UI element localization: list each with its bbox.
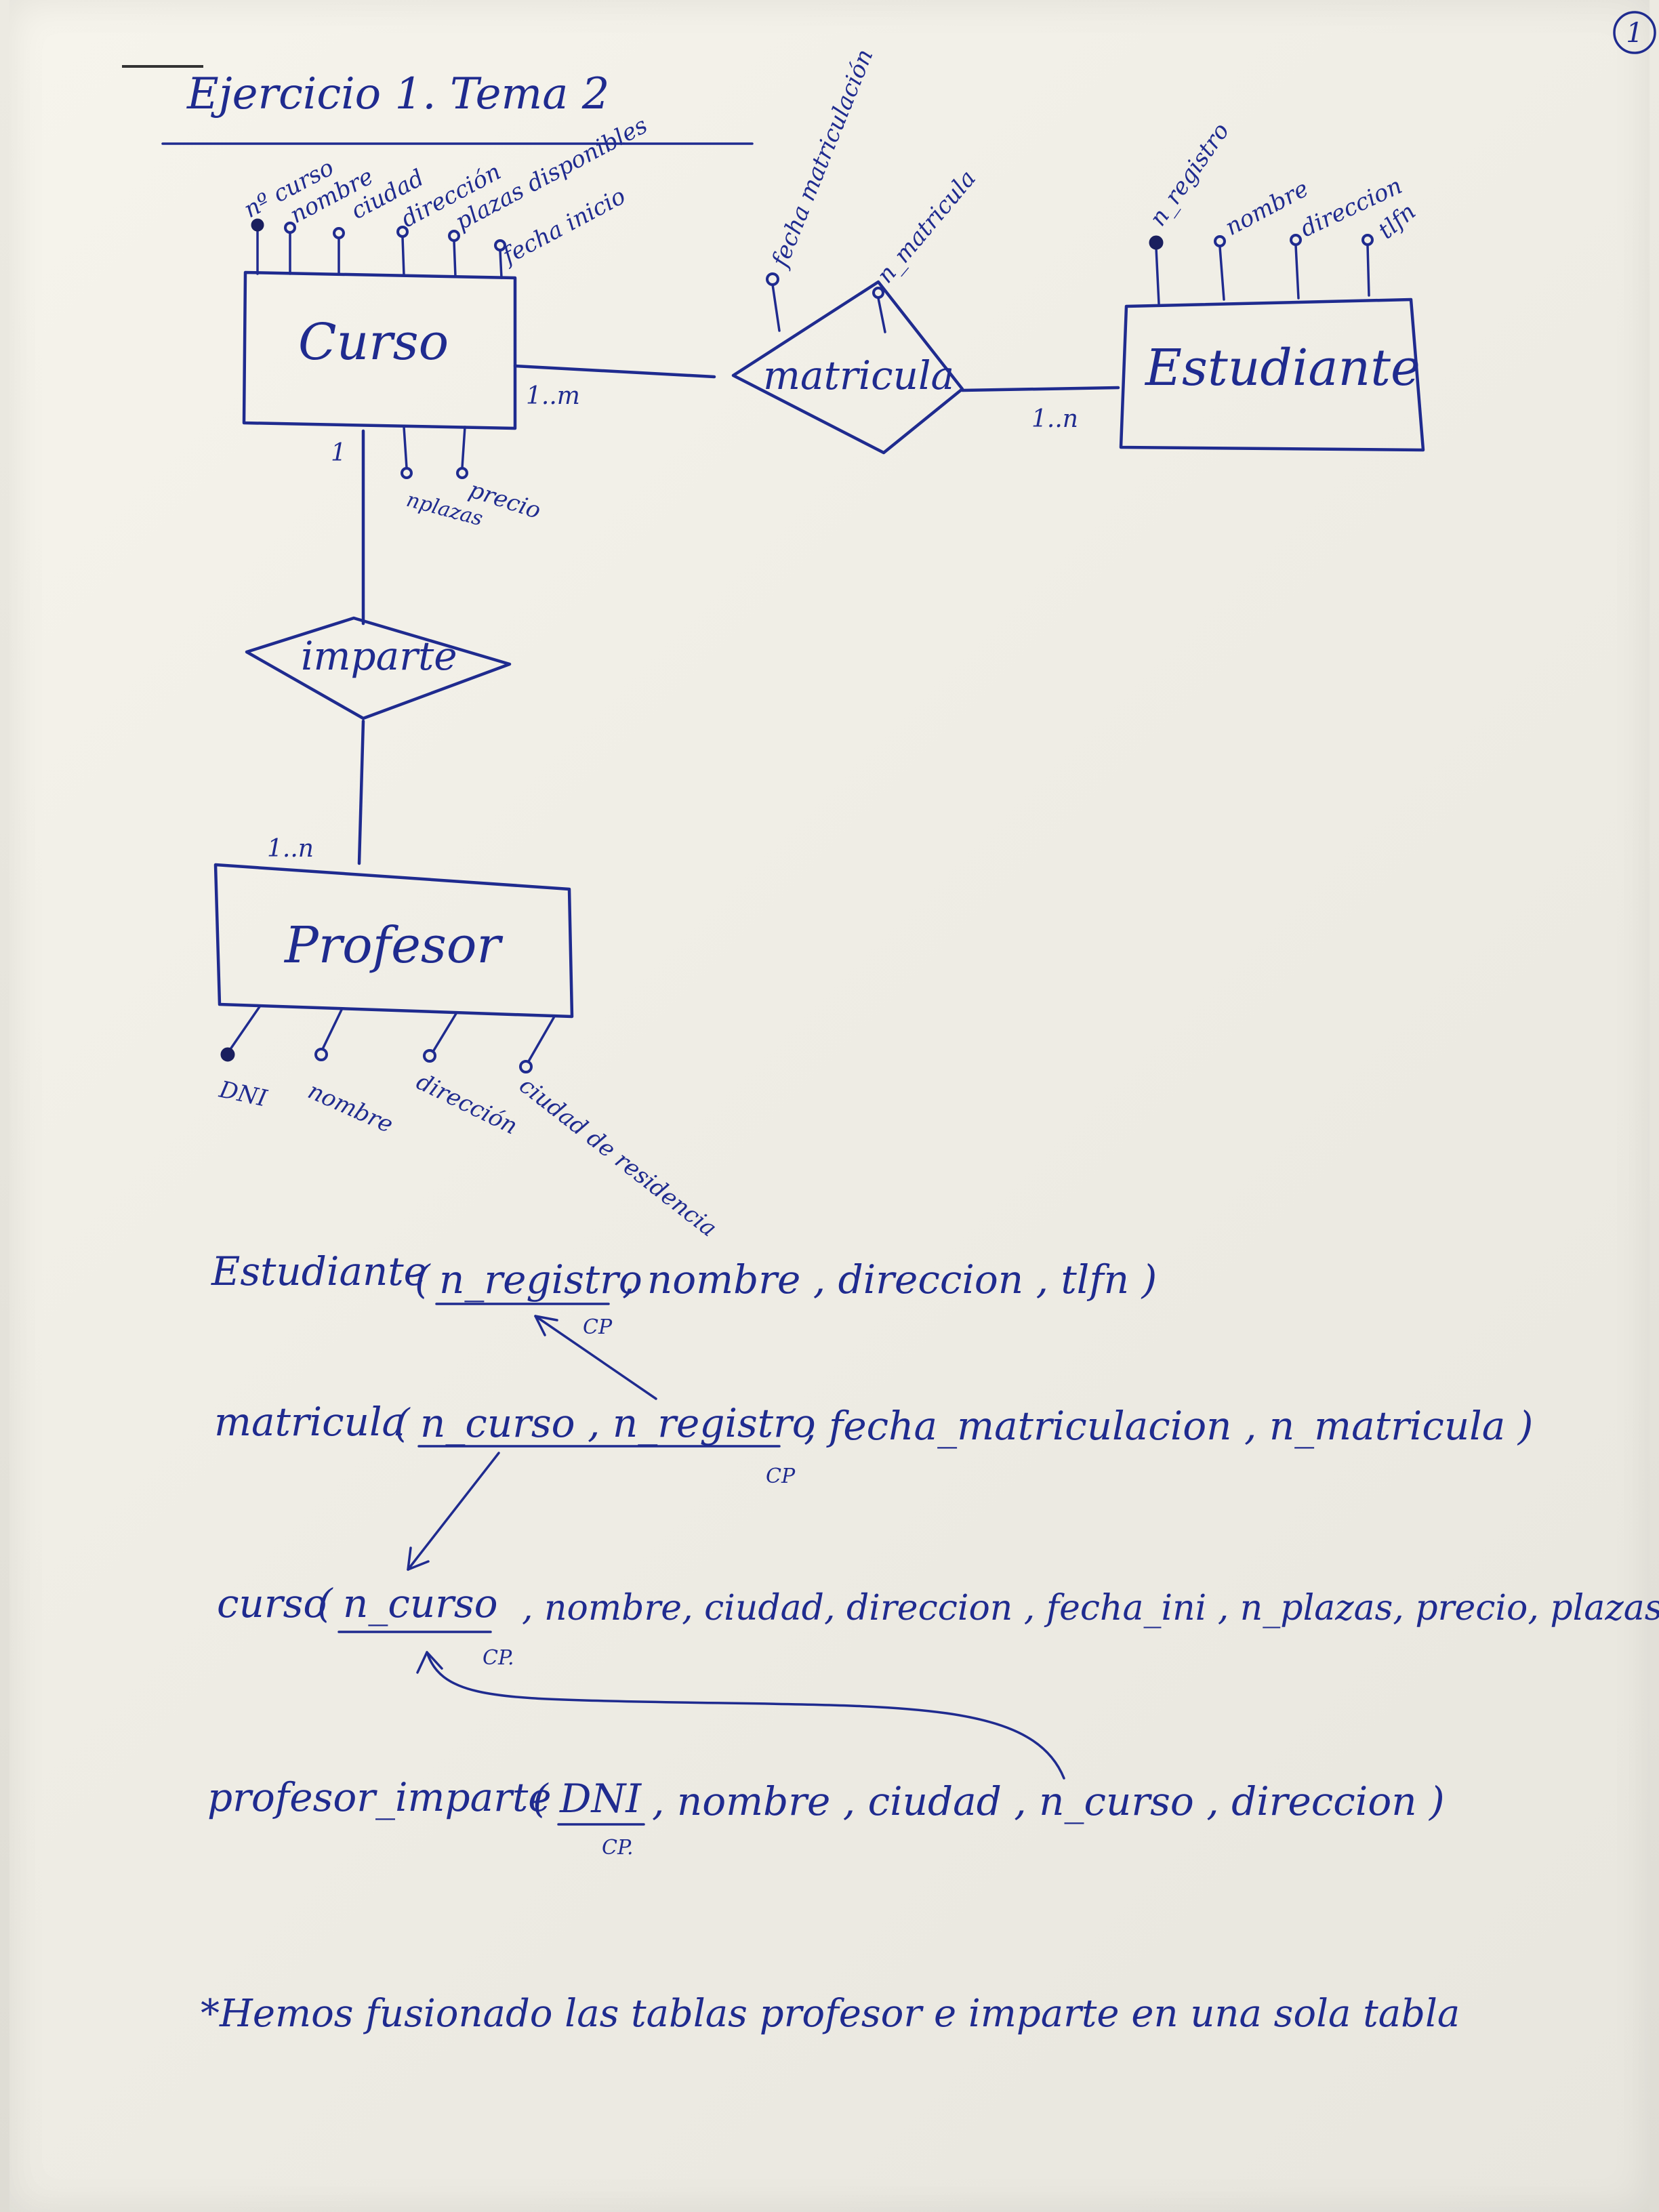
matricula-attributes: fecha matriculación n_matricula (766, 45, 981, 333)
attr-dot (396, 226, 409, 238)
schema-matricula-rest: , fecha_matriculacion , n_matricula ) (804, 1403, 1533, 1449)
schema-curso-rest: , nombre, ciudad, direccion , fecha_ini … (522, 1588, 1659, 1629)
svg-text:(: ( (415, 1256, 431, 1303)
schema-curso: curso ( n_curso , nombre, ciudad, direcc… (217, 1580, 1659, 1670)
schema-profesor-imparte-name: profesor_imparte (207, 1774, 552, 1820)
schema-estudiante: Estudiante ( n_registro , nombre , direc… (211, 1248, 1157, 1339)
attr-dot (284, 222, 296, 234)
attr-dot (494, 239, 506, 251)
fk-arrows (407, 1315, 1065, 1780)
attr-dni: DNI (216, 1076, 270, 1112)
attr-n-matricula: n_matricula (872, 165, 981, 289)
card-profesor-imparte: 1..n (267, 835, 314, 863)
line-imparte-profesor (357, 719, 365, 865)
schema-profesor-imparte: profesor_imparte ( DNI , nombre , ciudad… (207, 1774, 1445, 1860)
schema-estudiante-key: n_registro (439, 1256, 642, 1303)
schema-curso-cp: CP. (483, 1646, 514, 1670)
fk-arrow-n-curso (407, 1452, 500, 1571)
paper-sheet (9, 0, 1650, 2212)
schema-profesor-imparte-cp: CP. (602, 1836, 634, 1860)
schema-profesor-imparte-key: DNI (559, 1776, 642, 1822)
estudiante-attributes: n_registro nombre direccion tlfn (1145, 118, 1421, 305)
entity-curso-label: Curso (298, 313, 449, 371)
line-matricula-estudiante (960, 386, 1120, 392)
schema-matricula-cp: CP (766, 1465, 796, 1488)
schema-estudiante-name: Estudiante (211, 1248, 427, 1294)
entity-estudiante-label: Estudiante (1144, 339, 1420, 397)
attr-dot (333, 227, 345, 239)
relationship-imparte-label: imparte (301, 633, 457, 679)
entity-curso: Curso (242, 270, 517, 430)
schema-profesor-imparte-rest: , nombre , ciudad , n_curso , direccion … (652, 1778, 1445, 1824)
footnote: *Hemos fusionado las tablas profesor e i… (201, 1992, 1460, 2036)
entity-profesor-label: Profesor (283, 916, 504, 975)
relationship-matricula-label: matricula (763, 352, 954, 398)
card-estudiante-matricula: 1..n (1031, 405, 1078, 433)
attr-fecha-matriculacion: fecha matriculación (766, 45, 878, 272)
attr-dot (448, 230, 460, 242)
attr-ciudad-residencia: ciudad de residencia (514, 1072, 722, 1243)
relationship-imparte: imparte (245, 616, 512, 720)
profesor-attributes: DNI nombre dirección ciudad de residenci… (216, 1004, 722, 1243)
fk-arrow-prof-n-curso (426, 1651, 1065, 1780)
card-curso-matricula: 1..m (526, 382, 580, 410)
card-curso-imparte: 1 (331, 439, 346, 467)
imparte-attributes: nplazas precio (401, 426, 544, 531)
attr-key-dot (251, 218, 264, 232)
entity-profesor: Profesor (213, 863, 574, 1019)
attr-prof-nombre: nombre (304, 1078, 397, 1139)
schema-estudiante-rest: , nombre , direccion , tlfn ) (622, 1256, 1157, 1303)
fk-arrow-n-registro (534, 1315, 657, 1400)
schema-matricula-name: matricula (214, 1399, 405, 1445)
schema-estudiante-cp: CP (583, 1315, 613, 1339)
page-title: Ejercicio 1. Tema 2 (186, 69, 609, 119)
relationship-matricula: matricula (731, 280, 964, 455)
svg-text:1: 1 (1626, 18, 1643, 49)
page-number: 1 (1613, 11, 1656, 54)
attr-prof-direccion: dirección (412, 1068, 522, 1140)
svg-text:(: ( (533, 1776, 549, 1822)
schema-matricula-key: n_curso , n_registro (420, 1400, 816, 1446)
svg-text:(: ( (317, 1580, 333, 1626)
attr-est-nombre: nombre (1221, 175, 1313, 241)
schema-matricula: matricula ( n_curso , n_registro , fecha… (214, 1399, 1533, 1488)
schema-curso-name: curso (217, 1580, 327, 1626)
attr-n-registro: n_registro (1145, 118, 1235, 231)
line-curso-matricula (513, 364, 716, 379)
schema-curso-key: n_curso (343, 1580, 498, 1626)
entity-estudiante: Estudiante (1119, 298, 1425, 452)
curso-attributes: nº curso nombre ciudad dirección plazas … (239, 112, 652, 279)
svg-text:(: ( (394, 1400, 411, 1446)
